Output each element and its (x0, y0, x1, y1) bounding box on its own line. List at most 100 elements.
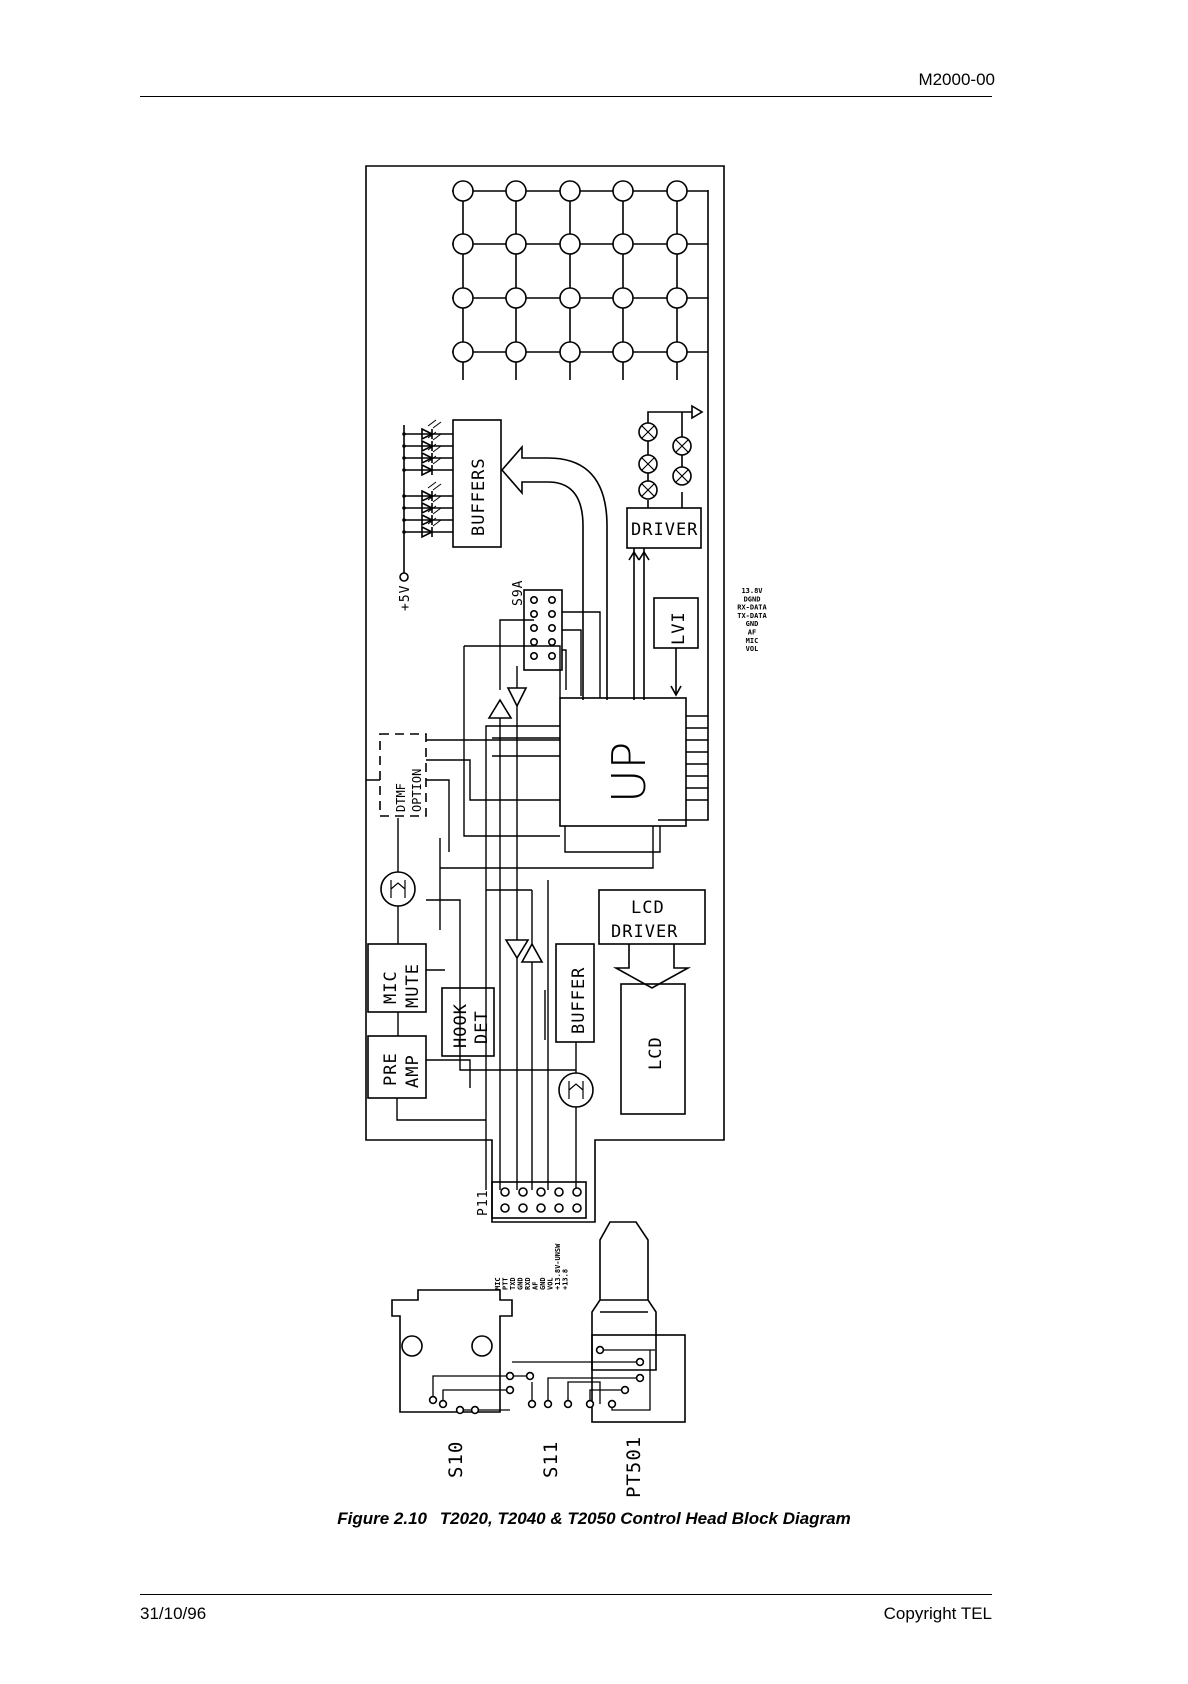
signal-label: DGND (744, 595, 761, 603)
switch-pin (531, 653, 537, 659)
bus-arrow-up-to-buffers (502, 447, 607, 700)
keypad-key (560, 288, 580, 308)
connector-pin (555, 1204, 563, 1212)
keypad-key (453, 234, 473, 254)
inverter-up-1 (489, 700, 511, 718)
signal-label: GND (746, 620, 759, 628)
connector-pin (501, 1188, 509, 1196)
keypad-key (667, 234, 687, 254)
switch-pin (531, 597, 537, 603)
keypad-key (560, 342, 580, 362)
signal-label: RX-DATA (737, 604, 767, 612)
option-label: OPTION (410, 769, 424, 812)
footprint-pin (597, 1347, 604, 1354)
s10-label: S10 (445, 1441, 467, 1478)
pt501-label: PT501 (623, 1436, 645, 1498)
footprint-pin (565, 1401, 572, 1408)
switch-pin (531, 639, 537, 645)
lcd-driver-label-2: DRIVER (611, 922, 678, 942)
switch-pin (549, 625, 555, 631)
connector-pin (573, 1188, 581, 1196)
keypad-key (506, 288, 526, 308)
figure-number: Figure 2.10 (337, 1509, 427, 1528)
footprint-pin (637, 1359, 644, 1366)
signal-label: AF (748, 629, 756, 637)
switch-pin (531, 611, 537, 617)
footer-copyright: Copyright TEL (884, 1604, 992, 1624)
signal-label: MIC (746, 637, 759, 645)
keypad-key (613, 234, 633, 254)
switch-s9a (524, 590, 562, 670)
switch-pin (549, 597, 555, 603)
keypad-key (667, 288, 687, 308)
bottom-wiring (433, 1350, 655, 1410)
connector-pin (573, 1204, 581, 1212)
lcd-driver-label-1: LCD (631, 898, 665, 918)
det-label: DET (472, 1010, 492, 1044)
led-array (402, 420, 453, 537)
signal-label: TX-DATA (737, 612, 767, 620)
keypad-key (667, 181, 687, 201)
inverter-down-1 (508, 688, 526, 706)
s10-mount-hole-left (402, 1336, 422, 1356)
microprocessor-label: UP (602, 742, 656, 803)
lvi-label: LVI (669, 611, 689, 645)
footprint-pin (507, 1373, 514, 1380)
lcd-bus-arrow (616, 944, 688, 988)
keypad-key (506, 181, 526, 201)
keypad-key (613, 288, 633, 308)
footer-date: 31/10/96 (140, 1604, 206, 1624)
signal-label: 13.8V (741, 587, 763, 595)
s10-footprint (392, 1290, 512, 1412)
buffer-label: BUFFER (569, 967, 589, 1034)
s11-label: S11 (540, 1441, 562, 1478)
inverter-up-2 (522, 944, 542, 962)
connector-pin (519, 1188, 527, 1196)
buffers-label: BUFFERS (469, 457, 489, 536)
signal-label: +13.8 (562, 1269, 570, 1290)
up-signal-bus (686, 716, 708, 800)
switch-pin (549, 639, 555, 645)
driver-label: DRIVER (631, 520, 698, 540)
connector-pin (537, 1188, 545, 1196)
indicator-lamps (639, 414, 691, 499)
connector-pin (501, 1204, 509, 1212)
keypad-key (453, 342, 473, 362)
footprint-pin (440, 1401, 447, 1408)
keypad-key (613, 181, 633, 201)
connector-p11-label: P11 (476, 1190, 491, 1216)
footprint-pin (472, 1407, 479, 1414)
footprint-pin (507, 1387, 514, 1394)
supply-5v-terminal (400, 573, 408, 581)
lcd-label: LCD (646, 1036, 666, 1070)
switch-pin (549, 653, 555, 659)
footprint-pin (545, 1401, 552, 1408)
footprint-pin (622, 1387, 629, 1394)
figure-caption: Figure 2.10 T2020, T2040 & T2050 Control… (0, 1509, 1188, 1529)
footer-rule (140, 1594, 992, 1595)
footprint-pin (637, 1375, 644, 1382)
speaker-amp-circle (559, 1073, 593, 1107)
mixer-circle-upper (381, 872, 415, 906)
keypad-key (506, 342, 526, 362)
connector-pin (519, 1204, 527, 1212)
inverter-down-2 (506, 940, 528, 958)
pre-amp-label-1: PRE (381, 1052, 401, 1086)
connector-pin (537, 1204, 545, 1212)
supply-5v-label: +5V (398, 585, 413, 611)
keypad-key (506, 234, 526, 254)
footprint-pin (430, 1397, 437, 1404)
hook-label: HOOK (451, 1003, 471, 1048)
connector-pin (555, 1188, 563, 1196)
keypad-key (667, 342, 687, 362)
figure-title: T2020, T2040 & T2050 Control Head Block … (440, 1509, 851, 1528)
keypad-key (453, 288, 473, 308)
switch-pin (531, 625, 537, 631)
s10-mount-hole-right (472, 1336, 492, 1356)
footprint-pin (527, 1373, 534, 1380)
mic-mute-label-2: MUTE (403, 963, 423, 1008)
signal-label: VOL (746, 645, 759, 653)
